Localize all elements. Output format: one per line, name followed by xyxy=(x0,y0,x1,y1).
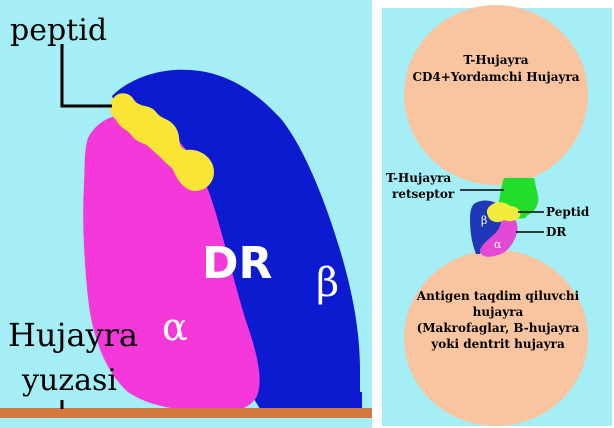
receptor-label-line2: retseptor xyxy=(392,187,455,201)
dr-label: DR xyxy=(202,238,272,289)
surface-label-line1: Hujayra xyxy=(8,316,138,354)
surface-label-line2: yuzasi xyxy=(21,363,117,398)
t-cell-label-line1: T-Hujayra xyxy=(463,53,528,67)
t-cell-label-line2: CD4+Yordamchi Hujayra xyxy=(412,70,579,84)
beta-label: β xyxy=(316,260,339,306)
apc-label-line1: Antigen taqdim qiluvchi xyxy=(416,289,580,303)
cell-interaction-diagram: β α T-Hujayra CD4+Yordamchi Hujayra T-Hu… xyxy=(376,0,614,428)
membrane-below xyxy=(0,418,372,428)
cell-interaction-panel: β α T-Hujayra CD4+Yordamchi Hujayra T-Hu… xyxy=(376,0,614,428)
receptor-label-line1: T-Hujayra xyxy=(386,171,451,185)
dr-label-right: DR xyxy=(546,225,567,239)
apc-label-line3: (Makrofaglar, B-hujayra xyxy=(417,321,580,335)
apc-label-line4: yoki dentrit hujayra xyxy=(430,337,565,351)
alpha-symbol: α xyxy=(494,238,502,251)
peptide-label: peptid xyxy=(10,13,107,48)
peptide-label-right: Peptid xyxy=(546,205,590,219)
beta-symbol: β xyxy=(481,214,487,227)
apc-label-line2: hujayra xyxy=(473,305,524,319)
t-cell xyxy=(404,5,588,185)
dr-molecule-closeup-panel: peptid DR α β Hujayra yuzasi xyxy=(0,0,372,428)
dr-molecule-closeup-diagram: peptid DR α β Hujayra yuzasi xyxy=(0,0,372,428)
cell-membrane xyxy=(0,408,372,418)
alpha-label: α xyxy=(162,305,188,349)
